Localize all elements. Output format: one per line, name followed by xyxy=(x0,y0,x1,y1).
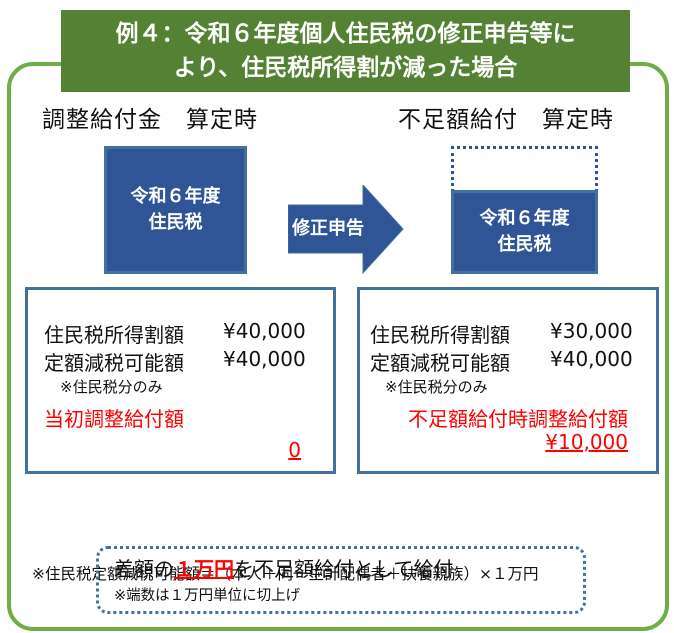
right-box-line-2: 住民税 xyxy=(497,234,552,255)
right-deduct-label: 定額減税可能額 xyxy=(370,351,510,375)
left-deduct-label: 定額減税可能額 xyxy=(44,351,184,375)
arrow-label: 修正申告 xyxy=(292,218,364,239)
title-line-2: より、住民税所得割が減った場合 xyxy=(173,55,518,81)
summary-box: 差額の１万円を不足額給付として給付 ※端数は１万円単位に切上げ xyxy=(96,546,586,614)
left-deduct-value: ¥40,000 xyxy=(223,347,306,371)
right-deduct-value: ¥40,000 xyxy=(550,347,633,371)
left-heading: 調整給付金 算定時 xyxy=(42,107,258,133)
right-panel: 住民税所得割額 ¥30,000 定額減税可能額 ¥40,000 ※住民税分のみ … xyxy=(357,287,659,474)
left-income-label: 住民税所得割額 xyxy=(44,323,184,347)
right-income-label: 住民税所得割額 xyxy=(370,323,510,347)
left-result-label: 当初調整給付額 xyxy=(44,407,184,431)
title-banner: 例４：令和６年度個人住民税の修正申告等に より、住民税所得割が減った場合 xyxy=(61,10,630,92)
left-box-line-2: 住民税 xyxy=(148,212,203,233)
right-box-line-1: 令和６年度 xyxy=(479,208,570,229)
right-heading: 不足額給付 算定時 xyxy=(398,107,614,133)
summary-post: を不足額給付として給付 xyxy=(234,557,454,581)
arrow-icon xyxy=(288,185,404,275)
summary-note: ※端数は１万円単位に切上げ xyxy=(114,588,301,604)
title-line-1: 例４：令和６年度個人住民税の修正申告等に xyxy=(115,21,576,47)
left-panel: 住民税所得割額 ¥40,000 定額減税可能額 ¥40,000 ※住民税分のみ … xyxy=(25,287,336,474)
right-result-value: ¥10,000 xyxy=(545,430,628,454)
right-result-label: 不足額給付時調整給付額 xyxy=(408,407,628,431)
left-tax-box: 令和６年度 住民税 xyxy=(104,146,247,274)
right-note: ※住民税分のみ xyxy=(385,378,488,396)
left-income-value: ¥40,000 xyxy=(223,319,306,343)
shortfall-dotted-box xyxy=(451,146,598,192)
left-box-line-1: 令和６年度 xyxy=(130,186,221,207)
summary-line: 差額の１万円を不足額給付として給付 xyxy=(114,553,453,582)
right-tax-box: 令和６年度 住民税 xyxy=(451,190,598,274)
footnote: ※住民税定額減税可能額＝（本人＋同一生計配偶者＋扶養親族）×１万円 xyxy=(32,565,539,583)
left-note: ※住民税分のみ xyxy=(60,378,163,396)
left-result-value: 0 xyxy=(288,438,301,462)
right-income-value: ¥30,000 xyxy=(550,319,633,343)
summary-pre: 差額の xyxy=(114,557,174,581)
summary-highlight: １万円 xyxy=(174,557,234,581)
